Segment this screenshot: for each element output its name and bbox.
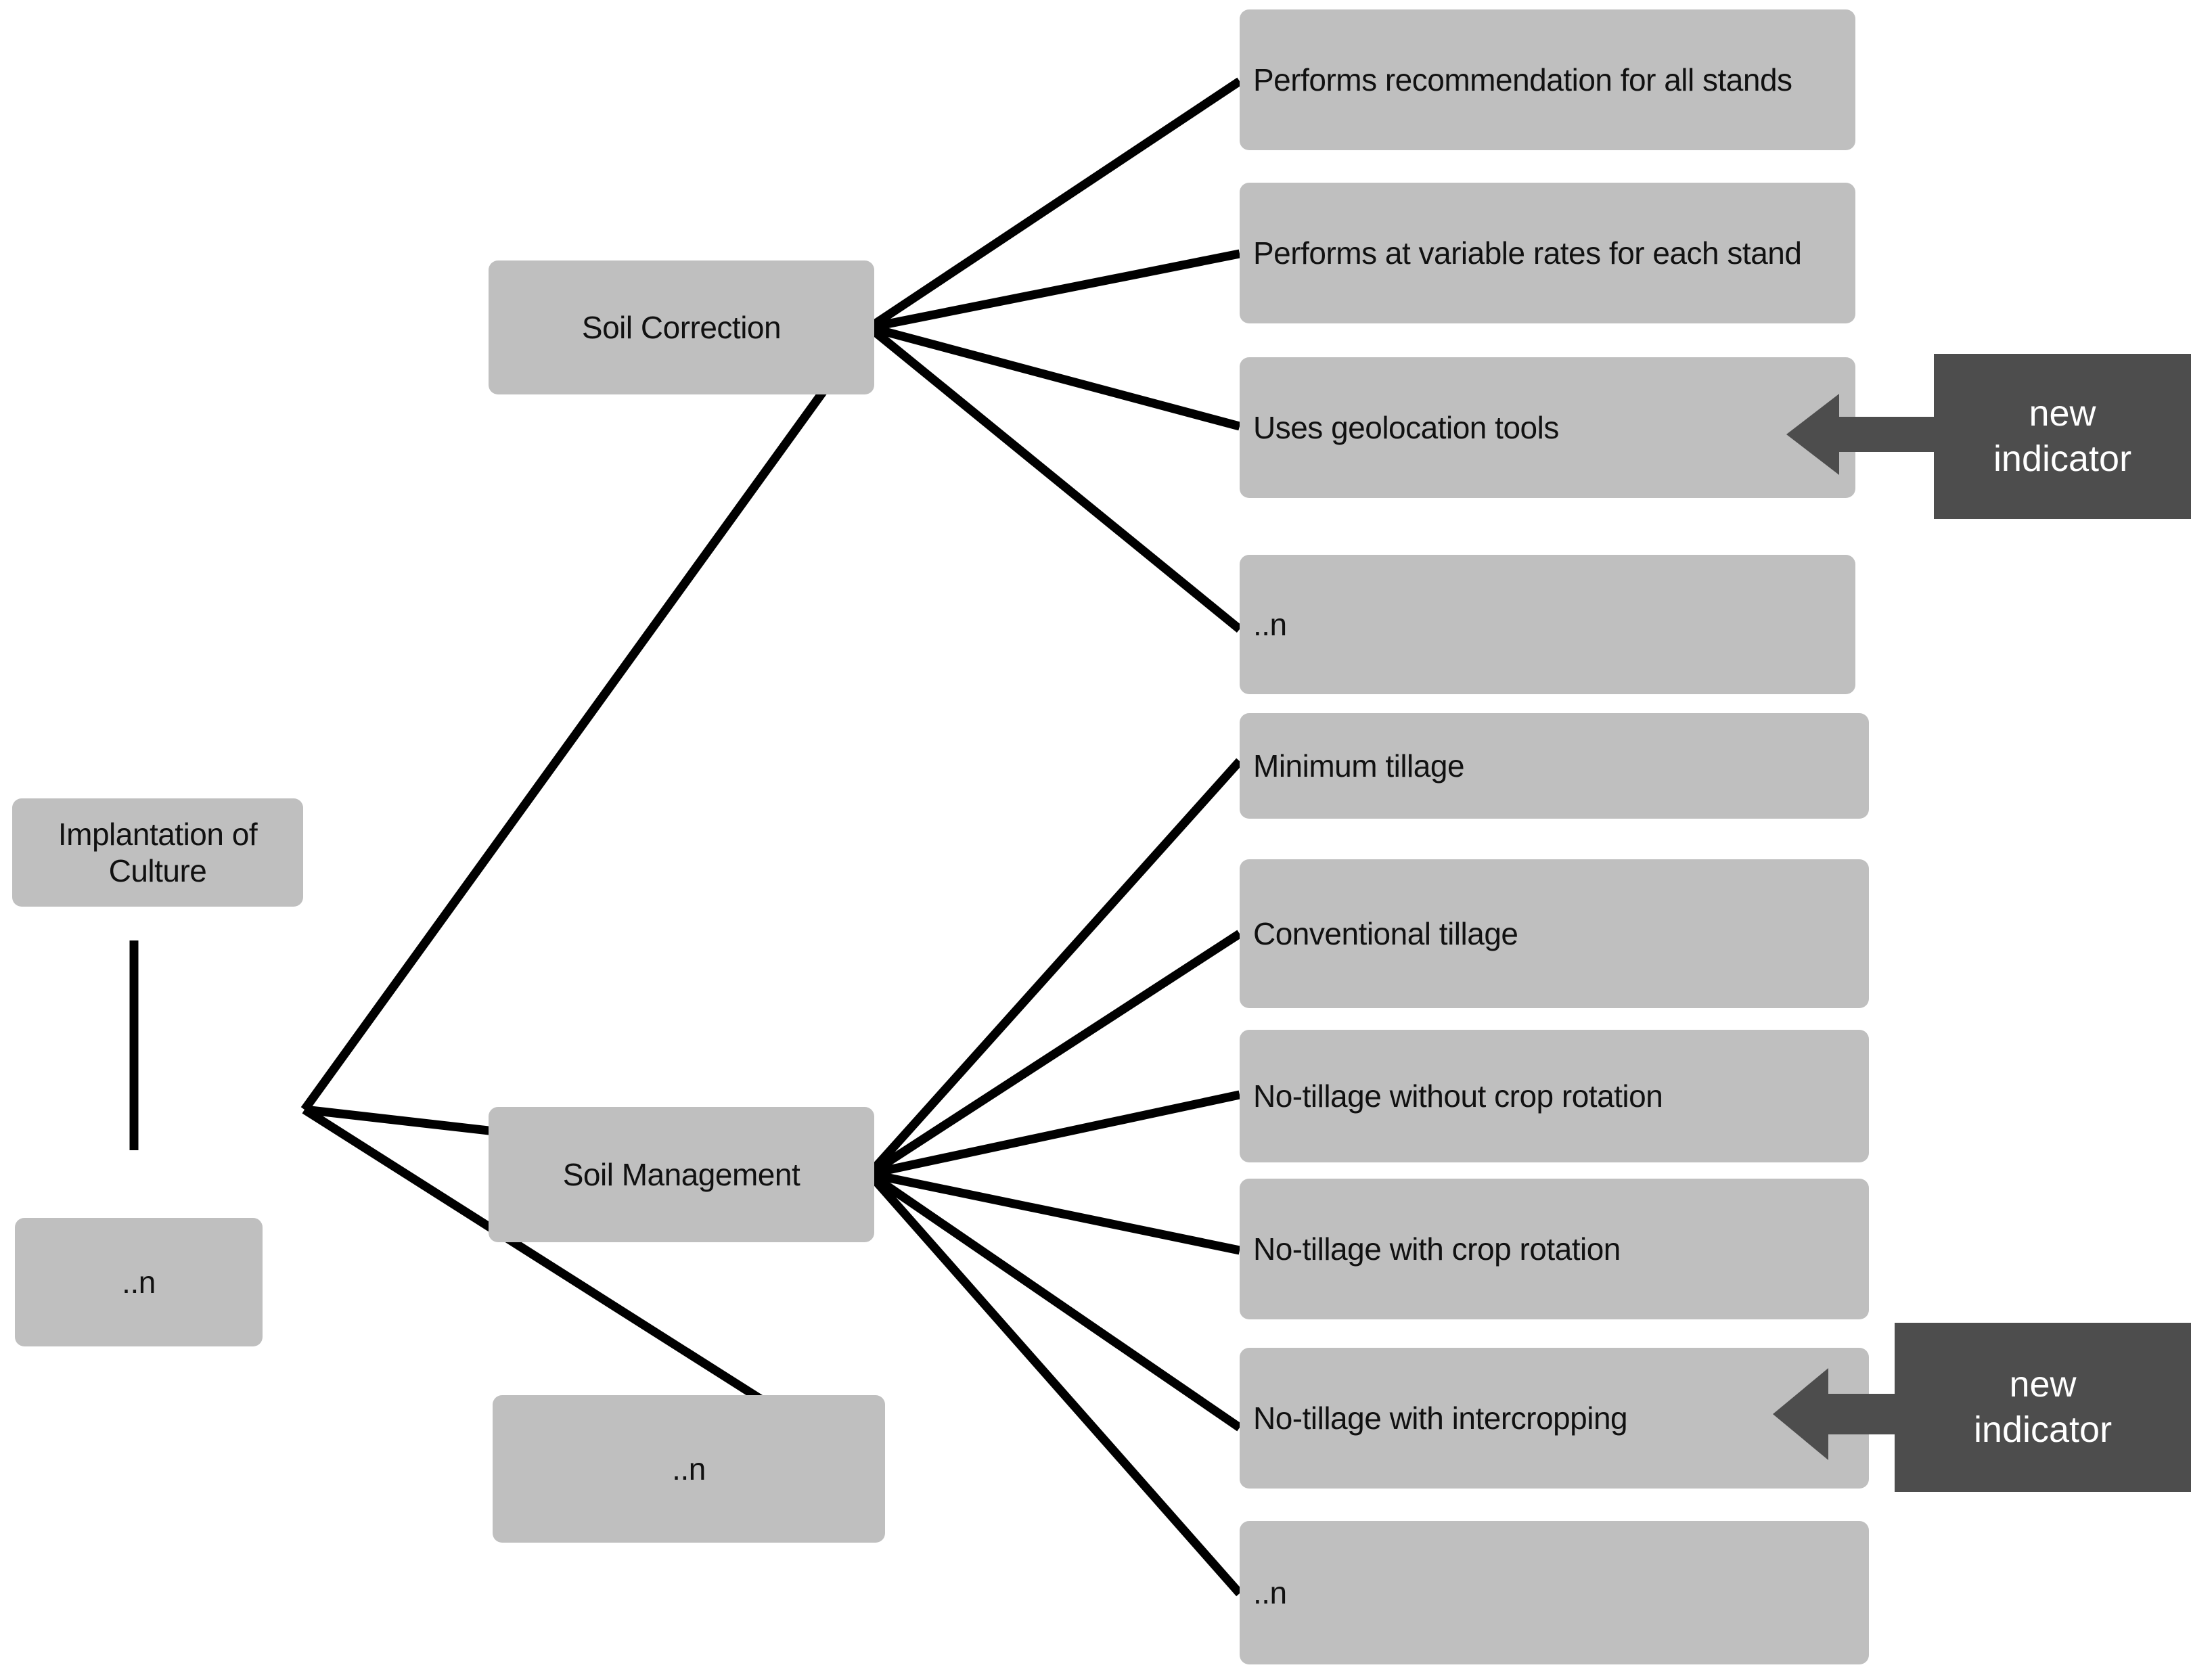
node-label: ..n [122, 1264, 156, 1300]
node-label: Performs at variable rates for each stan… [1253, 235, 1802, 271]
node-conventional-tillage[interactable]: Conventional tillage [1240, 859, 1869, 1008]
callout-label: new indicator [1973, 1363, 2113, 1451]
node-label: ..n [1253, 606, 1287, 642]
edge-root-soil-correction [300, 325, 874, 1112]
node-minimum-tillage[interactable]: Minimum tillage [1240, 713, 1869, 819]
edge-sm-6 [866, 1171, 1243, 1597]
node-soil-correction[interactable]: Soil Correction [489, 260, 874, 394]
node-label: Uses geolocation tools [1253, 409, 1559, 445]
node-root-more[interactable]: ..n [493, 1395, 885, 1543]
edge-sm-4 [868, 1169, 1241, 1255]
edge-sc-4 [866, 323, 1243, 633]
node-uses-geolocation-tools[interactable]: Uses geolocation tools [1240, 357, 1855, 498]
node-implantation-of-culture[interactable]: Implantation of Culture [12, 798, 303, 907]
node-label: Minimum tillage [1253, 748, 1465, 784]
node-no-tillage-without-crop-rotation[interactable]: No-tillage without crop rotation [1240, 1030, 1869, 1162]
edge-sm-3 [868, 1090, 1241, 1179]
edge-sm-2 [867, 930, 1242, 1178]
edge-sc-3 [868, 323, 1241, 431]
edge-sm-5 [867, 1170, 1242, 1432]
node-root-ellipsis[interactable]: ..n [15, 1218, 263, 1346]
node-label: Conventional tillage [1253, 915, 1518, 951]
node-label: No-tillage with crop rotation [1253, 1231, 1621, 1267]
callout-label: new indicator [1993, 392, 2132, 480]
node-label: ..n [1253, 1574, 1287, 1610]
node-no-tillage-with-intercropping[interactable]: No-tillage with intercropping [1240, 1348, 1869, 1489]
callout-new-indicator-bottom: new indicator [1895, 1323, 2191, 1492]
edge-sm-1 [866, 758, 1243, 1177]
node-label: Implantation of Culture [58, 816, 258, 888]
node-label: No-tillage without crop rotation [1253, 1078, 1663, 1114]
node-label: ..n [672, 1451, 706, 1486]
node-label: No-tillage with intercropping [1253, 1400, 1628, 1436]
node-soil-correction-more[interactable]: ..n [1240, 555, 1855, 694]
node-performs-variable-rates[interactable]: Performs at variable rates for each stan… [1240, 183, 1855, 323]
node-label: Soil Management [562, 1156, 800, 1192]
node-performs-recommendation-all-stands[interactable]: Performs recommendation for all stands [1240, 9, 1855, 150]
callout-new-indicator-top: new indicator [1934, 354, 2191, 519]
edge-sc-2 [868, 249, 1241, 332]
node-label: Performs recommendation for all stands [1253, 62, 1792, 97]
edge-sc-1 [867, 77, 1242, 332]
node-soil-management[interactable]: Soil Management [489, 1107, 874, 1242]
node-no-tillage-with-crop-rotation[interactable]: No-tillage with crop rotation [1240, 1179, 1869, 1319]
node-label: Soil Correction [581, 309, 782, 345]
node-soil-management-more[interactable]: ..n [1240, 1521, 1869, 1664]
